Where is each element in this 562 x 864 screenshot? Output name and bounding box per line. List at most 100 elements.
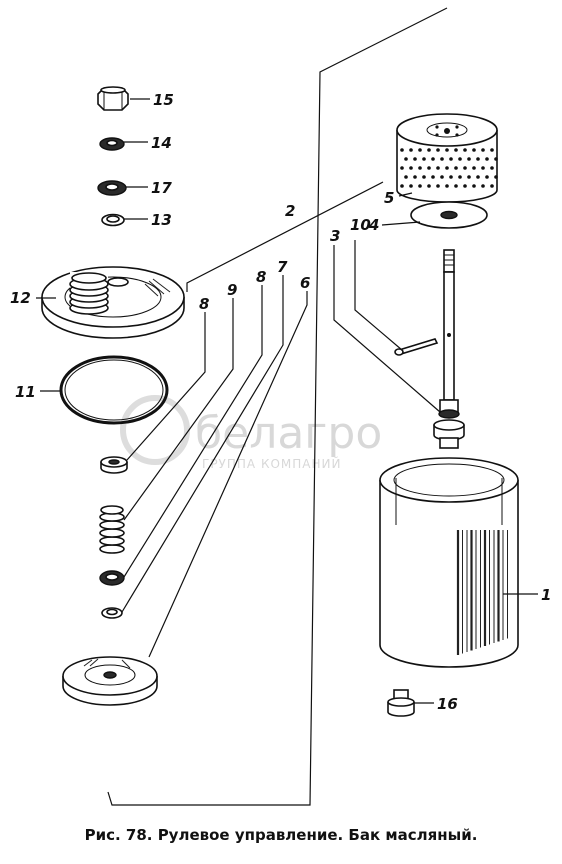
filter-hole [454, 184, 458, 188]
filter-hole [427, 184, 431, 188]
callout-4: 4 [368, 216, 379, 234]
filter-hole [490, 148, 494, 152]
filter-perforation [400, 148, 498, 188]
filter-hole [400, 184, 404, 188]
filter-hole [476, 175, 480, 179]
part-15-nut [97, 86, 129, 111]
part-3-rod [433, 249, 465, 449]
filter-hole [463, 184, 467, 188]
filter-hole [458, 175, 462, 179]
filter-hole [436, 148, 440, 152]
callout-16: 16 [437, 695, 458, 713]
filter-hole [422, 157, 426, 161]
callout-13: 13 [151, 211, 172, 229]
callout-7: 7 [277, 258, 288, 276]
part-5-filter [396, 113, 498, 203]
callout-3: 3 [330, 227, 340, 245]
filter-hole [449, 157, 453, 161]
part-1-tank [379, 457, 519, 668]
filter-hole [440, 157, 444, 161]
filter-hole [458, 157, 462, 161]
callout-12: 12 [10, 289, 31, 307]
callout-15: 15 [153, 91, 174, 109]
filter-hole [485, 157, 489, 161]
filter-hole [472, 184, 476, 188]
callout-1: 1 [541, 586, 551, 604]
callout-10: 10 [350, 216, 371, 234]
filter-hole [445, 184, 449, 188]
filter-hole [454, 148, 458, 152]
part-8-washer [99, 570, 125, 586]
watermark-brand: белагро [195, 408, 382, 459]
part-12-spring [69, 272, 109, 315]
filter-hole [476, 157, 480, 161]
filter-hole [490, 166, 494, 170]
callout-9: 9 [227, 281, 237, 299]
callout-6: 6 [300, 274, 310, 292]
filter-hole [436, 184, 440, 188]
part-8-bushing [100, 456, 128, 474]
part-4-gasket [410, 201, 488, 229]
filter-hole [490, 184, 494, 188]
tank-shading [456, 530, 508, 655]
callout-11: 11 [15, 383, 36, 401]
part-7-ring [101, 607, 123, 619]
filter-hole [431, 157, 435, 161]
filter-hole [404, 175, 408, 179]
filter-hole [418, 166, 422, 170]
part-9-spring [99, 505, 125, 554]
filter-hole [436, 166, 440, 170]
filter-hole [472, 148, 476, 152]
filter-hole [418, 148, 422, 152]
filter-hole [481, 166, 485, 170]
callout-labels: 15 14 17 13 12 11 8 9 8 7 6 2 3 10 4 5 1… [10, 91, 551, 713]
filter-hole [409, 184, 413, 188]
assembly-frame [107, 7, 448, 806]
part-14-washer [99, 137, 125, 151]
part-16-plug [387, 689, 415, 717]
watermark: белагро ГРУППА КОМПАНИЙ [120, 395, 382, 471]
filter-hole [449, 175, 453, 179]
filter-hole [400, 166, 404, 170]
filter-hole [494, 175, 498, 179]
filter-hole [467, 175, 471, 179]
filter-hole [431, 175, 435, 179]
filter-hole [454, 166, 458, 170]
part-6-plate [62, 656, 158, 706]
filter-hole [463, 166, 467, 170]
part-11-o-ring [59, 355, 169, 425]
figure-caption: Рис. 78. Рулевое управление. Бак масляны… [84, 826, 478, 844]
leader-lines [36, 98, 538, 704]
callout-17: 17 [151, 179, 172, 197]
callout-5: 5 [384, 189, 394, 207]
part-10-cotter-pin [394, 338, 439, 356]
filter-hole [445, 166, 449, 170]
part-17-washer [97, 180, 127, 196]
filter-hole [409, 148, 413, 152]
filter-hole [418, 184, 422, 188]
filter-hole [494, 157, 498, 161]
filter-hole [463, 148, 467, 152]
filter-hole [472, 166, 476, 170]
filter-hole [427, 166, 431, 170]
filter-hole [404, 157, 408, 161]
filter-hole [427, 148, 431, 152]
filter-hole [413, 157, 417, 161]
filter-hole [481, 184, 485, 188]
filter-hole [409, 166, 413, 170]
callout-14: 14 [151, 134, 172, 152]
filter-hole [400, 148, 404, 152]
filter-hole [413, 175, 417, 179]
part-12-cover [41, 266, 185, 339]
filter-hole [422, 175, 426, 179]
filter-hole [481, 148, 485, 152]
filter-hole [467, 157, 471, 161]
filter-hole [485, 175, 489, 179]
filter-hole [440, 175, 444, 179]
watermark-subtitle: ГРУППА КОМПАНИЙ [202, 456, 341, 471]
callout-2: 2 [285, 202, 295, 220]
filter-hole [445, 148, 449, 152]
callout-8-upper: 8 [199, 295, 209, 313]
part-13-ring [101, 213, 125, 227]
